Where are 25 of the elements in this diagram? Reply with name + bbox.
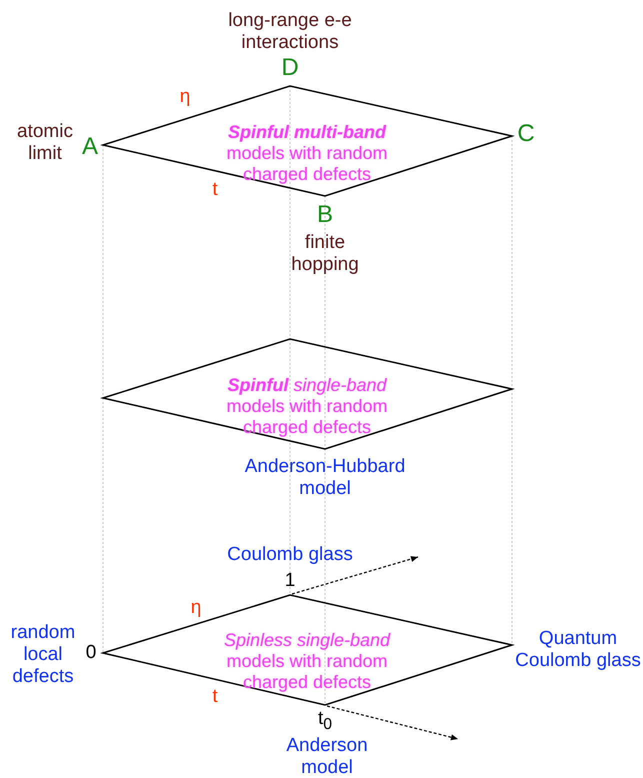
projection-line [102,398,104,654]
parameter-symbol: η [190,597,202,619]
model-description: Spinful multi-band models with random charged defects [225,122,389,185]
vertex-letter: C [517,123,535,145]
model-name: Anderson-Hubbard model [244,456,406,500]
model-name: Anderson model [285,735,369,778]
projection-line [324,448,326,706]
axis-value: t$_{0}$ [318,708,332,735]
axis-value: 1 [284,570,296,592]
model-name: random local defects [10,622,76,688]
vertex-letter: A [82,136,98,158]
axis-label: finite hopping [290,232,360,276]
model-description: Spinful single-band models with random charged defects [225,375,389,438]
parameter-symbol: t [212,686,218,708]
vertex-letter: B [317,204,333,226]
parameter-symbol: η [180,86,190,108]
model-name: Coulomb glass [227,544,353,566]
parameter-symbol: t [212,179,218,201]
axis-label: atomic limit [16,121,74,165]
axis-label: long-range e-e interactions [227,10,353,54]
model-name: Quantum Coulomb glass [514,628,642,672]
model-description: Spinless single-band models with random charged defects [222,630,392,693]
vertex-letter: D [281,57,299,79]
projection-line [102,144,104,398]
axis-value: 0 [86,642,96,664]
